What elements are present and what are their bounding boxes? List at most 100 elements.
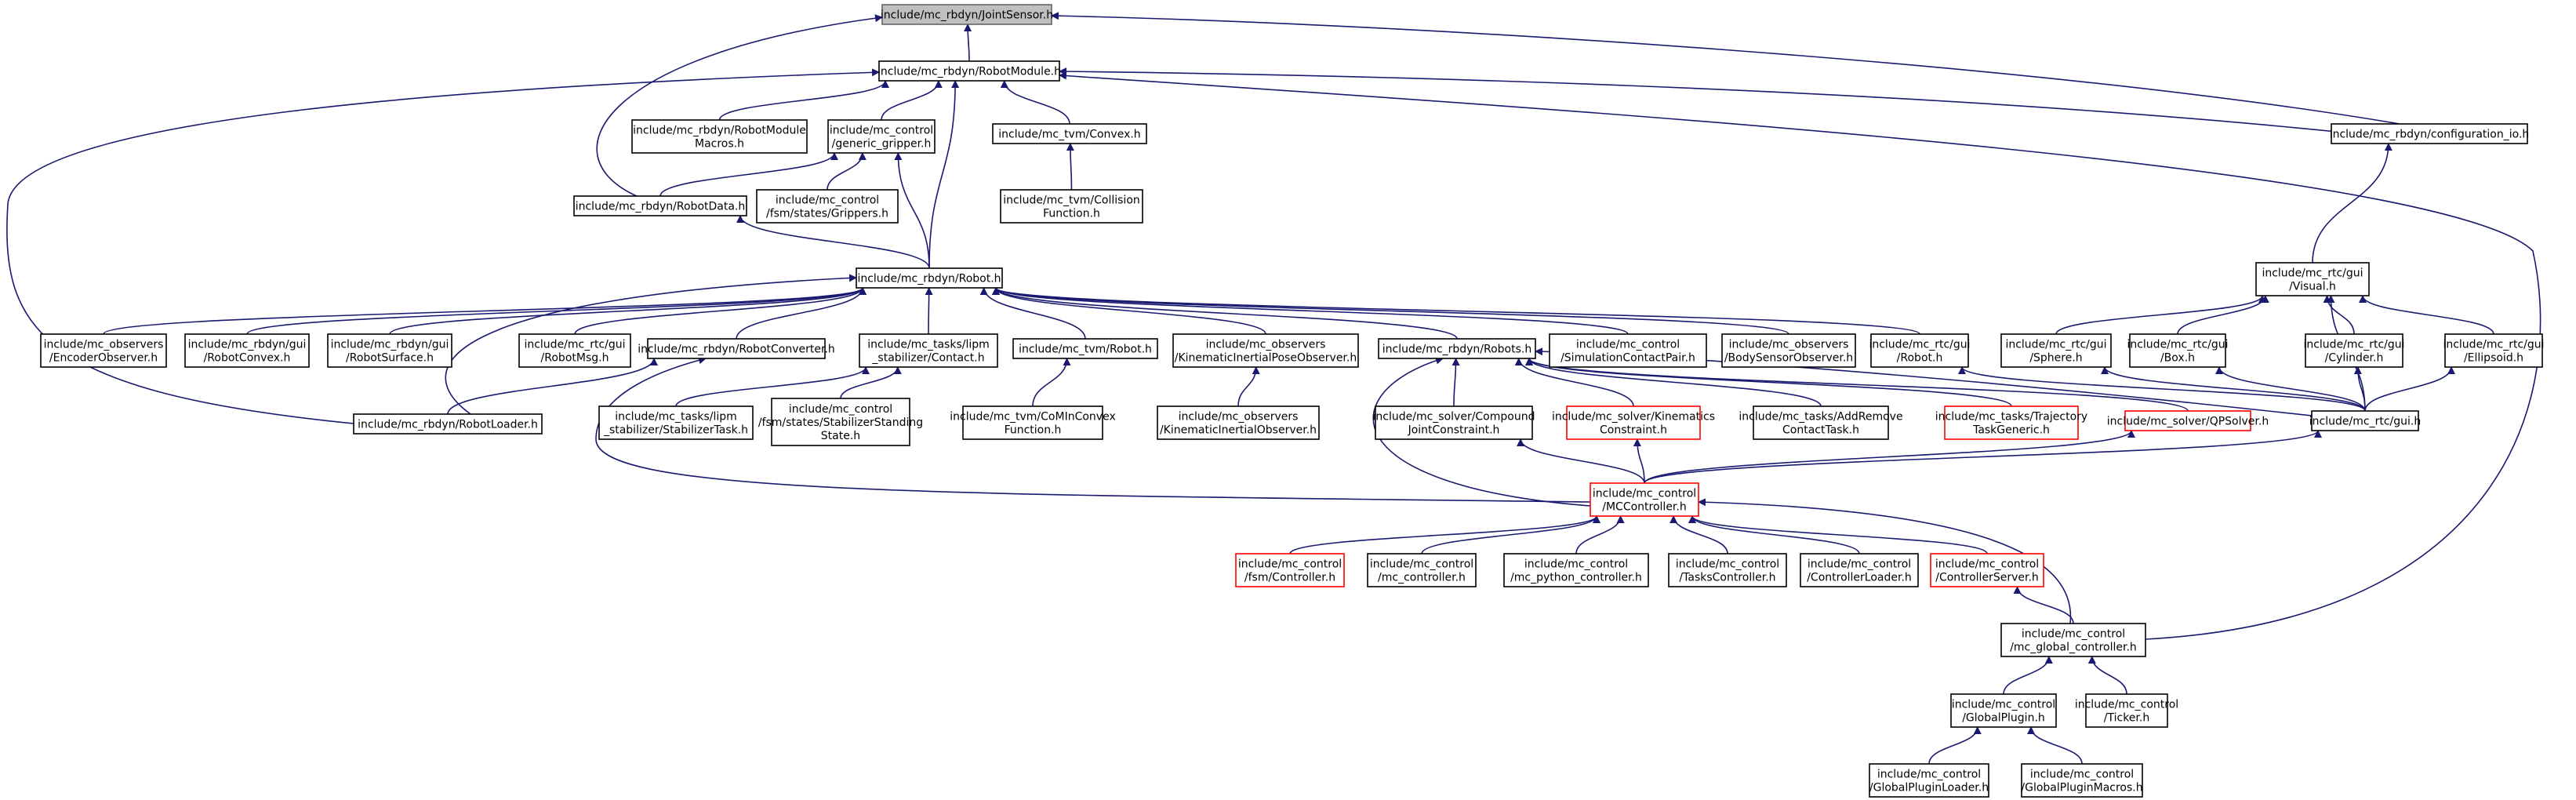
node-label-line: include/mc_rbdyn/Robot.h xyxy=(857,273,1001,285)
node-QPSolver[interactable]: include/mc_solver/QPSolver.h xyxy=(2107,410,2269,431)
node-label-line: include/mc_control xyxy=(830,125,933,137)
node-KinematicInertialPoseObserver[interactable]: include/mc_observers/KinematicInertialPo… xyxy=(1172,333,1359,368)
node-LipmContact[interactable]: include/mc_tasks/lipm_stabilizer/Contact… xyxy=(859,333,998,368)
edge-RobotData-to-GenericGripper xyxy=(659,152,838,197)
node-TvmRobot[interactable]: include/mc_tvm/Robot.h xyxy=(1012,338,1158,359)
node-box xyxy=(1930,553,2044,587)
node-RobotConvex[interactable]: include/mc_rbdyn/gui/RobotConvex.h xyxy=(184,333,310,368)
node-label-line: include/mc_tvm/Collision xyxy=(1003,195,1140,207)
node-ConfigurationIO[interactable]: include/mc_rbdyn/configuration_io.h xyxy=(2330,123,2530,144)
node-label-line: /GlobalPluginMacros.h xyxy=(2021,782,2142,795)
node-label-line: Function.h xyxy=(1043,208,1100,220)
node-box xyxy=(1566,405,1701,440)
node-label-line: include/mc_rtc/gui xyxy=(2127,339,2228,351)
node-RobotMsg[interactable]: include/mc_rtc/gui/RobotMsg.h xyxy=(518,333,631,368)
edge-RobotData-to-JointSensor xyxy=(596,14,883,197)
node-box xyxy=(1721,333,1856,368)
node-Sphere[interactable]: include/mc_rtc/gui/Sphere.h xyxy=(2000,333,2112,368)
edge-StabilizerTask-to-LipmContact xyxy=(675,366,870,407)
node-box xyxy=(2021,763,2143,798)
node-Convex[interactable]: include/mc_tvm/Convex.h xyxy=(992,123,1147,144)
node-label-line: /TasksController.h xyxy=(1679,572,1775,584)
node-label-line: Function.h xyxy=(1005,424,1062,437)
node-label-line: /Ticker.h xyxy=(2104,712,2149,725)
node-label-line: /RobotMsg.h xyxy=(541,352,609,365)
edge-RobotLoader-to-RobotConverter xyxy=(447,358,658,415)
edge-TasksController-to-MCController xyxy=(1669,515,1728,555)
node-label-line: include/mc_rtc/gui xyxy=(1869,339,1970,351)
edge-BodySensorObserver-to-Robot xyxy=(992,287,1789,335)
node-MCController[interactable]: include/mc_control/MCController.h xyxy=(1590,482,1699,517)
node-label-line: _stabilizer/StabilizerTask.h xyxy=(603,424,748,437)
node-Ellipsoid[interactable]: include/mc_rtc/gui/Ellipsoid.h xyxy=(2443,333,2545,368)
edge-CompoundJointConstraint-to-Robots xyxy=(1451,358,1460,407)
node-GenericGripper[interactable]: include/mc_control/generic_gripper.h xyxy=(827,119,936,154)
node-label-line: /EncoderObserver.h xyxy=(49,352,158,365)
node-label-line: include/mc_rbdyn/RobotModule.h xyxy=(877,66,1061,78)
node-RobotLoader[interactable]: include/mc_rbdyn/RobotLoader.h xyxy=(353,413,543,435)
node-label-line: /Visual.h xyxy=(2289,281,2336,293)
node-EncoderObserver[interactable]: include/mc_observers/EncoderObserver.h xyxy=(40,333,167,368)
edge-RobotConverter-to-Robot xyxy=(736,287,867,340)
node-label-line: include/mc_control xyxy=(1238,558,1342,571)
node-label-line: include/mc_solver/Kinematics xyxy=(1552,411,1715,424)
node-FsmController[interactable]: include/mc_control/fsm/Controller.h xyxy=(1235,553,1345,587)
edge-AddRemoveContactTask-to-Robots xyxy=(1525,358,1822,407)
node-McPythonController[interactable]: include/mc_control/mc_python_controller.… xyxy=(1503,553,1649,587)
node-McControllerH[interactable]: include/mc_control/mc_controller.h xyxy=(1367,553,1477,587)
node-label-line: JointConstraint.h xyxy=(1408,424,1500,437)
node-RobotData[interactable]: include/mc_rbdyn/RobotData.h xyxy=(573,195,747,216)
node-box xyxy=(2000,623,2146,657)
edge-ControllerServer-to-MCController xyxy=(1688,515,1988,555)
node-GlobalPluginLoader[interactable]: include/mc_control/GlobalPluginLoader.h xyxy=(1869,763,1989,798)
node-SimulationContactPair[interactable]: include/mc_control/SimulationContactPair… xyxy=(1549,333,1707,368)
edge-ControllerLoader-to-MCController xyxy=(1688,515,1860,555)
node-Box[interactable]: include/mc_rtc/gui/Box.h xyxy=(2127,333,2229,368)
node-label-line: State.h xyxy=(821,430,860,442)
node-CompoundJointConstraint[interactable]: include/mc_solver/CompoundJointConstrain… xyxy=(1373,405,1535,440)
node-StabilizerTask[interactable]: include/mc_tasks/lipm_stabilizer/Stabili… xyxy=(598,405,754,440)
node-TasksController[interactable]: include/mc_control/TasksController.h xyxy=(1668,553,1787,587)
edge-GuiH-to-Box xyxy=(2215,366,2366,412)
node-Cylinder[interactable]: include/mc_rtc/gui/Cylinder.h xyxy=(2303,333,2405,368)
node-box xyxy=(2129,333,2226,368)
edge-McGlobalController-to-ControllerServer xyxy=(2013,586,2074,624)
edge-Robot-to-RobotModule xyxy=(928,80,960,269)
node-Robots[interactable]: include/mc_rbdyn/Robots.h xyxy=(1378,338,1536,359)
node-label-line: include/mc_control xyxy=(1877,769,1981,781)
node-JointSensor[interactable]: include/mc_rbdyn/JointSensor.h xyxy=(881,4,1053,25)
node-RobotModule[interactable]: include/mc_rbdyn/RobotModule.h xyxy=(877,60,1061,82)
node-GlobalPlugin[interactable]: include/mc_control/GlobalPlugin.h xyxy=(1950,693,2057,728)
node-Visual[interactable]: include/mc_rtc/gui/Visual.h xyxy=(2255,262,2370,296)
node-Ticker[interactable]: include/mc_control/Ticker.h xyxy=(2075,693,2178,728)
node-RobotConverter[interactable]: include/mc_rbdyn/RobotConverter.h xyxy=(638,338,835,359)
node-box xyxy=(859,333,998,368)
node-StabilizerStandingState[interactable]: include/mc_control/fsm/states/Stabilizer… xyxy=(758,398,923,446)
node-GuiH[interactable]: include/mc_rtc/gui.h xyxy=(2309,410,2421,431)
node-GuiRobot[interactable]: include/mc_rtc/gui/Robot.h xyxy=(1869,333,1971,368)
node-Robot[interactable]: include/mc_rbdyn/Robot.h xyxy=(856,267,1003,289)
node-box xyxy=(327,333,452,368)
node-box xyxy=(1549,333,1707,368)
node-KinematicInertialObserver[interactable]: include/mc_observers/KinematicInertialOb… xyxy=(1157,405,1320,440)
node-RobotSurface[interactable]: include/mc_rbdyn/gui/RobotSurface.h xyxy=(327,333,452,368)
node-ControllerLoader[interactable]: include/mc_control/ControllerLoader.h xyxy=(1800,553,1919,587)
edge-GlobalPlugin-to-McGlobalController xyxy=(2003,656,2053,695)
node-ControllerServer[interactable]: include/mc_control/ControllerServer.h xyxy=(1930,553,2044,587)
node-label-line: /MCController.h xyxy=(1602,501,1686,514)
edge-CoMInConvexFunction-to-TvmRobot xyxy=(1032,358,1071,407)
node-Grippers[interactable]: include/mc_control/fsm/states/Grippers.h xyxy=(756,189,899,224)
node-GlobalPluginMacros[interactable]: include/mc_control/GlobalPluginMacros.h xyxy=(2021,763,2143,798)
node-McGlobalController[interactable]: include/mc_control/mc_global_controller.… xyxy=(2000,623,2146,657)
edge-EncoderObserver-to-Robot xyxy=(103,287,867,335)
node-BodySensorObserver[interactable]: include/mc_observers/BodySensorObserver.… xyxy=(1721,333,1856,368)
node-label-line: include/mc_tasks/AddRemove xyxy=(1739,411,1902,424)
node-label-line: include/mc_rtc/gui xyxy=(2303,339,2404,351)
